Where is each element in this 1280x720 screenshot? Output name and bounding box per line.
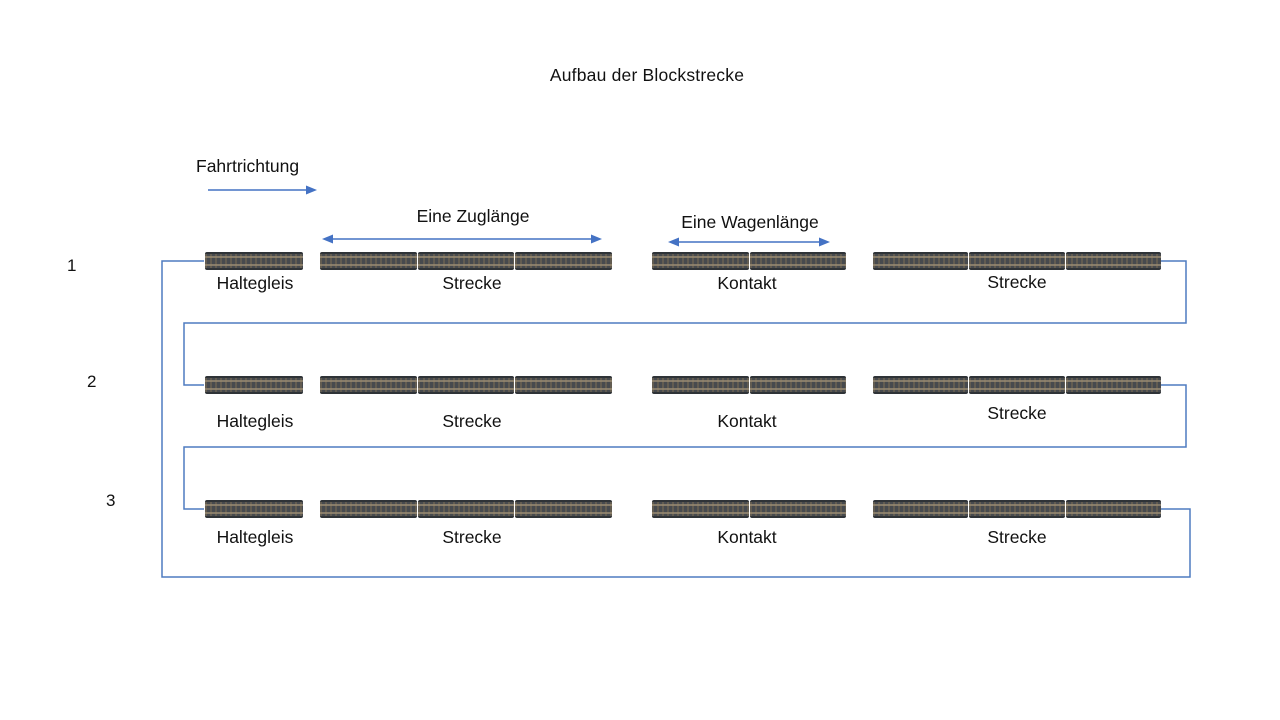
- row-number-2: 2: [87, 372, 97, 391]
- track-segment: [320, 500, 417, 518]
- track-strecke-left: [320, 500, 613, 518]
- track-segment: [969, 376, 1065, 394]
- track-segment: [417, 500, 515, 518]
- track-haltegleis: [205, 252, 303, 270]
- track-segment: [1065, 252, 1161, 270]
- track-segment: [1065, 500, 1161, 518]
- row-number-1: 1: [67, 256, 77, 275]
- track-kontakt: [652, 500, 846, 518]
- track-label-strecke-right: Strecke: [987, 527, 1047, 547]
- track-segment: [873, 252, 969, 270]
- track-label-kontakt: Kontakt: [717, 411, 777, 431]
- track-label-strecke-right: Strecke: [987, 403, 1047, 423]
- track-segment: [873, 500, 969, 518]
- track-segment: [205, 376, 303, 394]
- direction-label: Fahrtrichtung: [196, 156, 300, 176]
- track-segment: [749, 252, 846, 270]
- track-label-haltegleis: Haltegleis: [216, 273, 294, 293]
- wagon-length-label: Eine Wagenlänge: [681, 212, 819, 232]
- wagon-length-arrow-icon: [668, 237, 830, 247]
- track-haltegleis: [205, 376, 303, 394]
- track-segment: [515, 252, 613, 270]
- track-segment: [873, 376, 969, 394]
- track-segment: [969, 252, 1065, 270]
- track-kontakt: [652, 252, 846, 270]
- track-label-strecke-left: Strecke: [442, 411, 502, 431]
- row-number-3: 3: [106, 491, 116, 510]
- track-strecke-left: [320, 376, 613, 394]
- track-kontakt: [652, 376, 846, 394]
- track-strecke-left: [320, 252, 613, 270]
- track-segment: [205, 252, 303, 270]
- track-strecke-right: [873, 376, 1161, 394]
- track-segment: [1065, 376, 1161, 394]
- track-label-kontakt: Kontakt: [717, 527, 777, 547]
- track-strecke-right: [873, 500, 1161, 518]
- track-label-haltegleis: Haltegleis: [216, 411, 294, 431]
- track-segment: [969, 500, 1065, 518]
- track-segment: [652, 376, 749, 394]
- track-segment: [205, 500, 303, 518]
- train-length-arrow-icon: [322, 234, 602, 244]
- track-label-strecke-right: Strecke: [987, 272, 1047, 292]
- train-length-label: Eine Zuglänge: [416, 206, 530, 226]
- diagram-title: Aufbau der Blockstrecke: [549, 65, 745, 85]
- track-segment: [417, 252, 515, 270]
- track-segment: [320, 376, 417, 394]
- track-segment: [515, 376, 613, 394]
- track-segment: [749, 500, 846, 518]
- track-segment: [749, 376, 846, 394]
- track-segment: [417, 376, 515, 394]
- track-segment: [515, 500, 613, 518]
- track-strecke-right: [873, 252, 1161, 270]
- direction-arrow-icon: [208, 185, 317, 195]
- track-label-haltegleis: Haltegleis: [216, 527, 294, 547]
- track-haltegleis: [205, 500, 303, 518]
- track-segment: [652, 500, 749, 518]
- track-segment: [652, 252, 749, 270]
- track-label-kontakt: Kontakt: [717, 273, 777, 293]
- track-segment: [320, 252, 417, 270]
- track-label-strecke-left: Strecke: [442, 527, 502, 547]
- track-label-strecke-left: Strecke: [442, 273, 502, 293]
